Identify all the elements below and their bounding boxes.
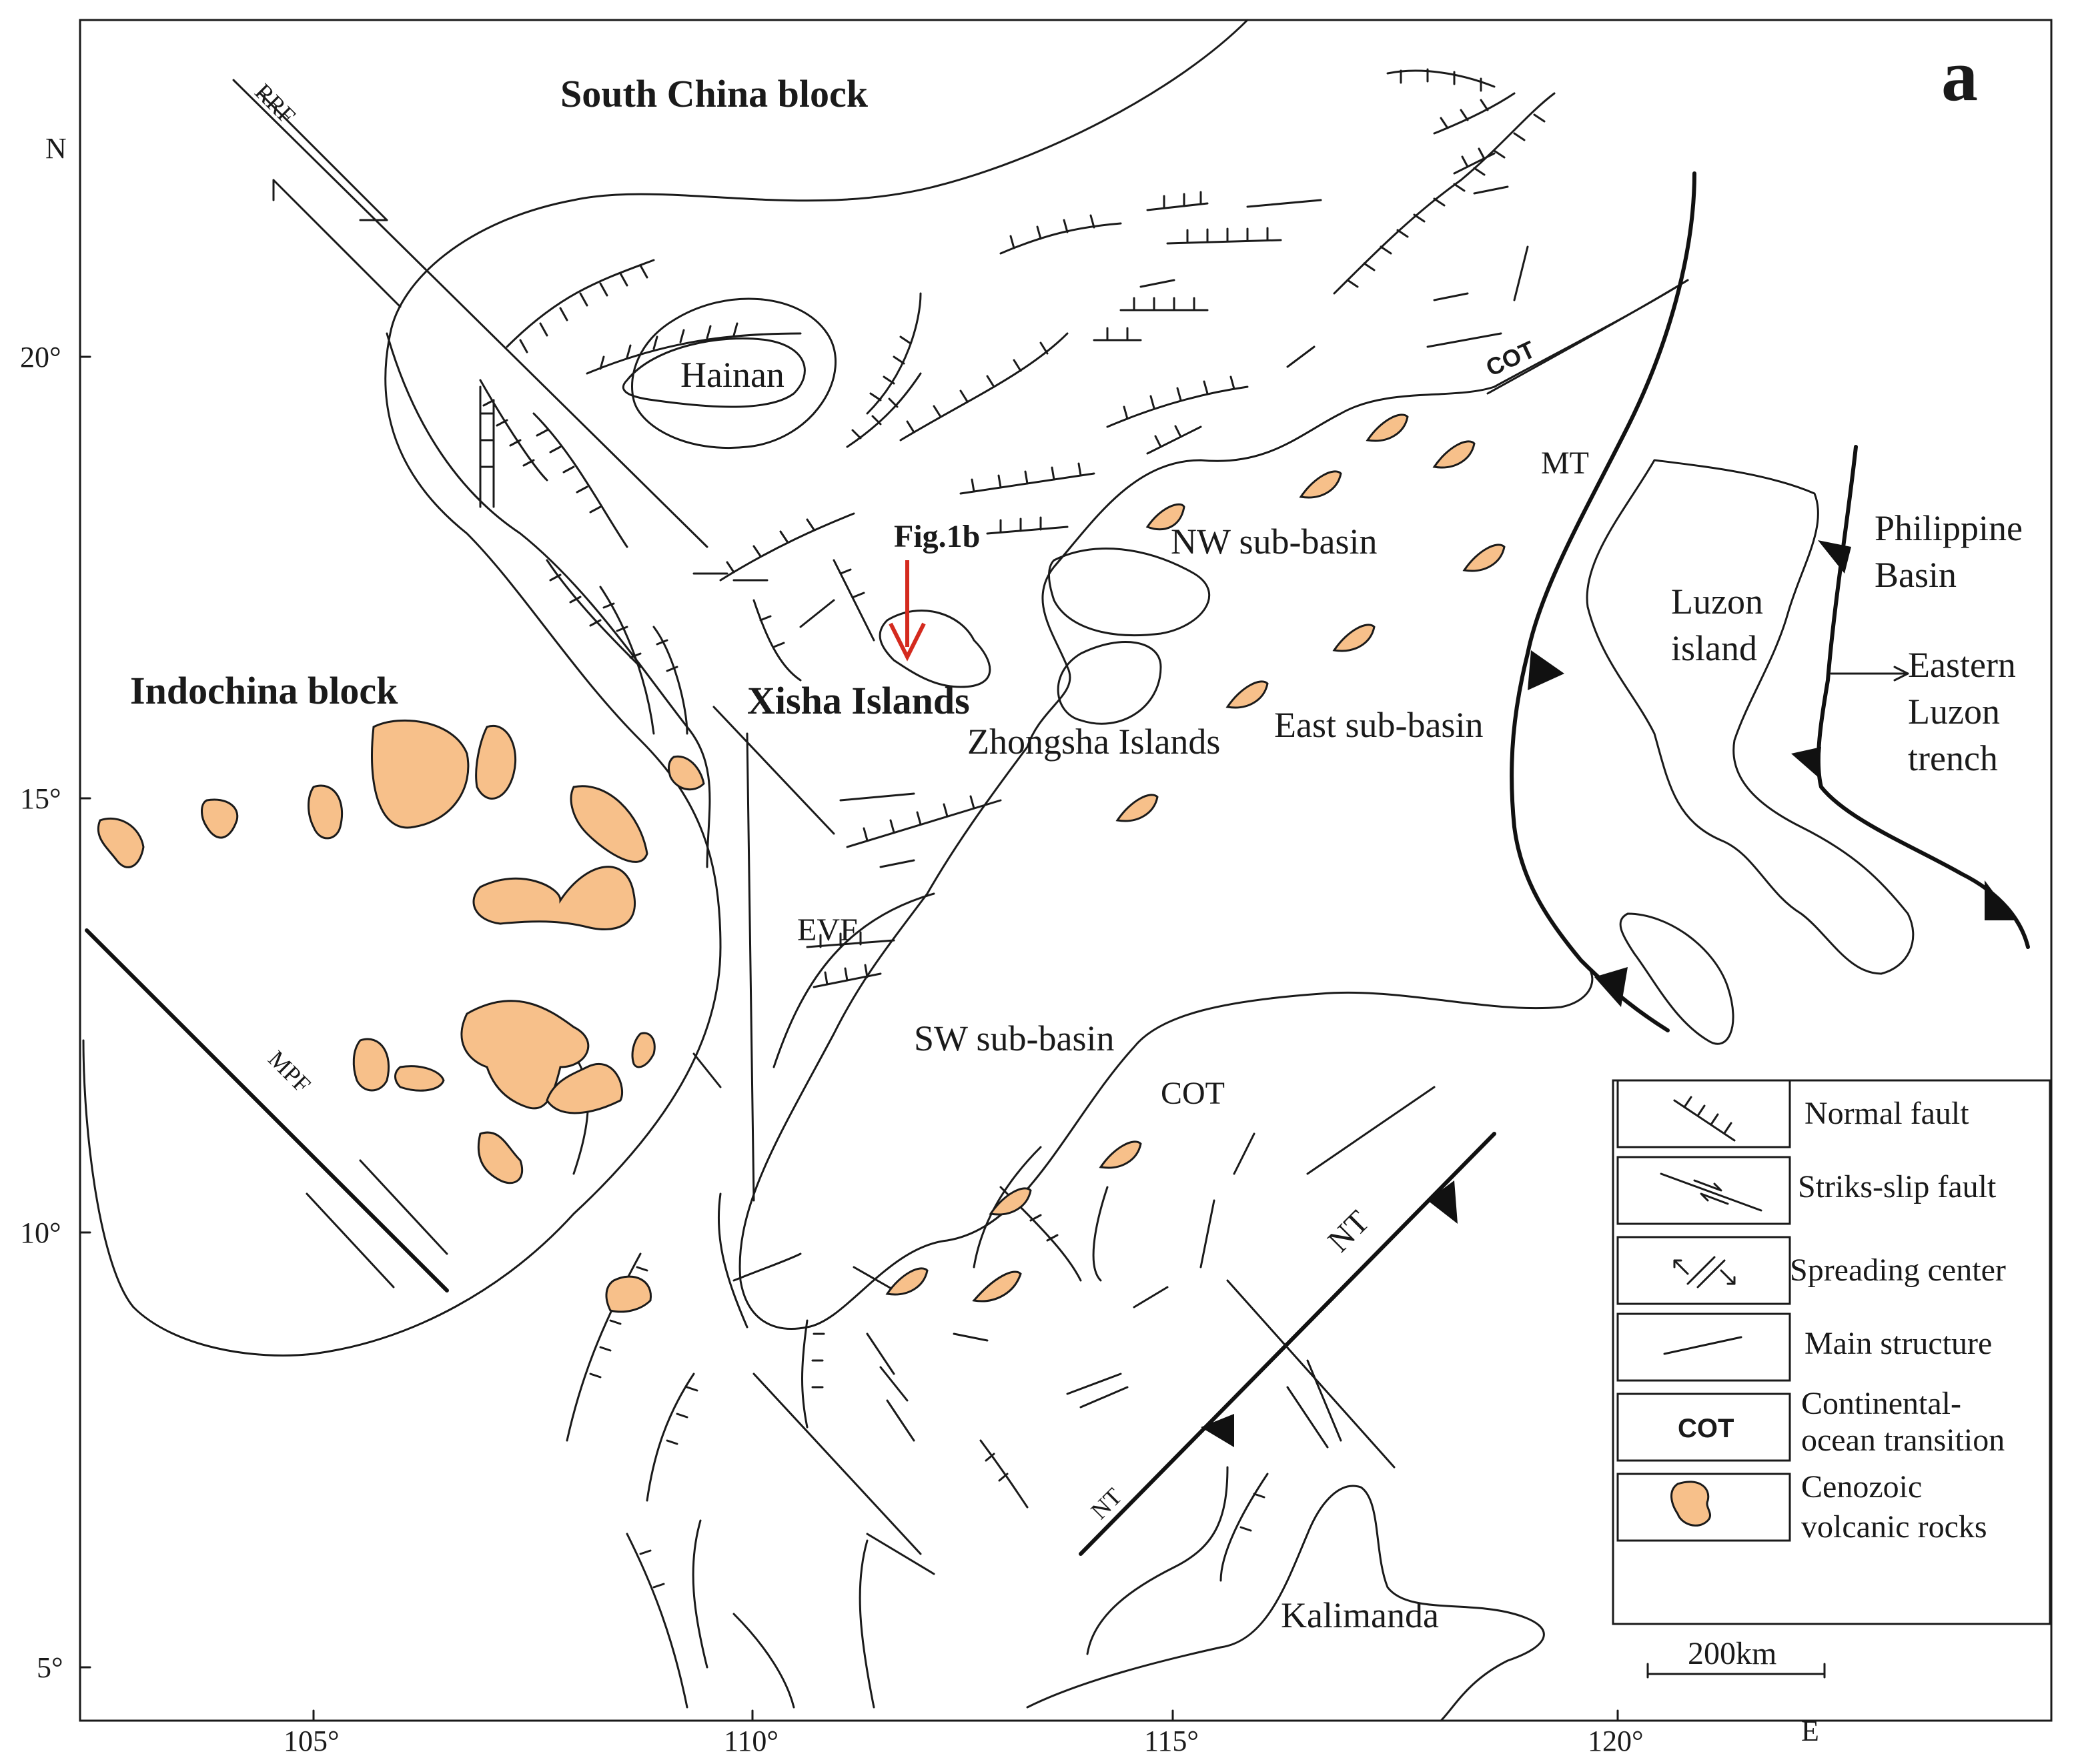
indochina-label: Indochina block <box>130 669 398 712</box>
luzon-label-2: island <box>1671 628 1757 668</box>
east-luzon-trench <box>1791 445 2030 949</box>
lon-label-110: 110° <box>724 1725 778 1757</box>
legend-strike-slip-symbol <box>1660 1172 1762 1212</box>
north-label: N <box>45 132 67 165</box>
scale-bar-label: 200km <box>1688 1636 1776 1671</box>
luzon-label-1: Luzon <box>1671 582 1763 622</box>
volcanic-rock-20 <box>1462 544 1506 572</box>
volcanic-rock-18 <box>1366 413 1409 442</box>
legend-volcanic-label-2: volcanic rocks <box>1801 1509 1987 1545</box>
legend-cot-symbol: COT <box>1678 1414 1734 1443</box>
eastern-luzon-label-3: trench <box>1908 738 1998 778</box>
volcanic-rock-14 <box>668 755 705 791</box>
volcanic-rock-17 <box>1299 470 1342 499</box>
volcanic-rock-1 <box>371 719 470 829</box>
lon-label-120: 120° <box>1588 1725 1644 1757</box>
sw-subbasin-label: SW sub-basin <box>914 1018 1115 1058</box>
lat-label-20: 20° <box>20 341 61 373</box>
legend-normal-fault-label: Normal fault <box>1804 1096 1969 1131</box>
legend-strike-slip-label: Striks-slip fault <box>1798 1169 1997 1204</box>
latitude-ticks <box>79 355 91 1669</box>
lat-label-15: 15° <box>20 782 61 815</box>
manila-trench <box>1510 171 1696 1032</box>
volcanic-rocks <box>97 413 1506 1313</box>
volcanic-rock-22 <box>1225 680 1269 709</box>
mt-label: MT <box>1541 446 1589 481</box>
legend-volcanic-label-1: Cenozoic <box>1801 1469 1922 1505</box>
volcanic-rock-24 <box>1099 1140 1142 1169</box>
volcanic-rock-3 <box>570 785 648 863</box>
volcanic-rock-27 <box>885 1267 929 1296</box>
volcanic-rock-12 <box>631 1032 656 1068</box>
kalimanda-label: Kalimanda <box>1281 1595 1439 1635</box>
legend-main-structure-symbol <box>1663 1336 1742 1355</box>
nt-thrust <box>1079 1132 1496 1556</box>
volcanic-rock-15 <box>605 1275 652 1313</box>
panel-label: a <box>1941 35 1978 116</box>
legend-cot-label-2: ocean transition <box>1801 1423 2005 1458</box>
volcanic-rock-10 <box>394 1065 445 1092</box>
xisha-label: Xisha Islands <box>747 679 970 722</box>
mpf-label: MPF <box>263 1045 316 1098</box>
eastern-luzon-label-2: Luzon <box>1908 692 2000 732</box>
cot-south-label: COT <box>1161 1076 1225 1111</box>
legend-spreading-center-symbol <box>1673 1256 1736 1288</box>
east-subbasin-label: East sub-basin <box>1274 705 1483 745</box>
volcanic-rock-6 <box>201 798 239 839</box>
east-label: E <box>1801 1715 1819 1747</box>
nt-upper-label: NT <box>1321 1204 1376 1259</box>
nw-subbasin-label: NW sub-basin <box>1171 522 1377 562</box>
cot-north-label: COT <box>1482 335 1539 381</box>
longitude-ticks <box>312 1709 1619 1722</box>
south-china-label: South China block <box>560 72 869 115</box>
lon-label-105: 105° <box>284 1725 340 1757</box>
volcanic-rock-16 <box>1145 503 1185 531</box>
volcanic-rock-9 <box>352 1038 390 1092</box>
legend-spreading-center-label: Spreading center <box>1790 1252 2006 1288</box>
philippine-label-2: Basin <box>1875 555 1957 595</box>
volcanic-rock-5 <box>97 817 145 868</box>
lat-label-5: 5° <box>37 1651 63 1684</box>
volcanic-rock-2 <box>475 724 517 800</box>
philippine-label-1: Philippine <box>1875 508 2023 548</box>
fig1b-arrow <box>889 560 926 662</box>
zhongsha-label: Zhongsha Islands <box>967 722 1220 762</box>
volcanic-rock-4 <box>472 866 636 930</box>
legend-main-structure-label: Main structure <box>1804 1326 1992 1361</box>
strike-slip-faults <box>85 79 1396 1469</box>
normal-faults <box>479 68 1556 1709</box>
legend-cot-label-1: Continental- <box>1801 1386 1961 1421</box>
legend-volcanic-symbol <box>1670 1481 1712 1527</box>
lat-label-10: 10° <box>20 1216 61 1249</box>
scale-bar: 200km <box>1646 1636 1826 1679</box>
rrf-label: RRF <box>249 78 300 129</box>
volcanic-rock-11 <box>546 1062 624 1114</box>
volcanic-rock-25 <box>989 1187 1032 1216</box>
nt-lower-label: NT <box>1085 1483 1127 1524</box>
volcanic-rock-13 <box>477 1131 524 1184</box>
volcanic-rock-19 <box>1432 440 1476 469</box>
volcanic-rock-26 <box>972 1270 1022 1302</box>
lon-label-115: 115° <box>1144 1725 1199 1757</box>
main-structures <box>692 199 1529 1575</box>
volcanic-rock-7 <box>308 784 344 840</box>
eastern-luzon-label-1: Eastern <box>1908 645 2016 685</box>
evf-label: EVF <box>797 912 858 948</box>
hainan-label: Hainan <box>680 355 785 395</box>
fig1b-label: Fig.1b <box>894 519 980 554</box>
volcanic-rock-21 <box>1332 624 1376 652</box>
map-frame <box>79 19 2053 1722</box>
legend-normal-fault-symbol <box>1673 1096 1736 1142</box>
volcanic-rock-23 <box>1115 794 1159 822</box>
legend: Normal fault Striks-slip fault Spreading… <box>1612 1079 2051 1625</box>
cot-north-line <box>1486 279 1689 395</box>
